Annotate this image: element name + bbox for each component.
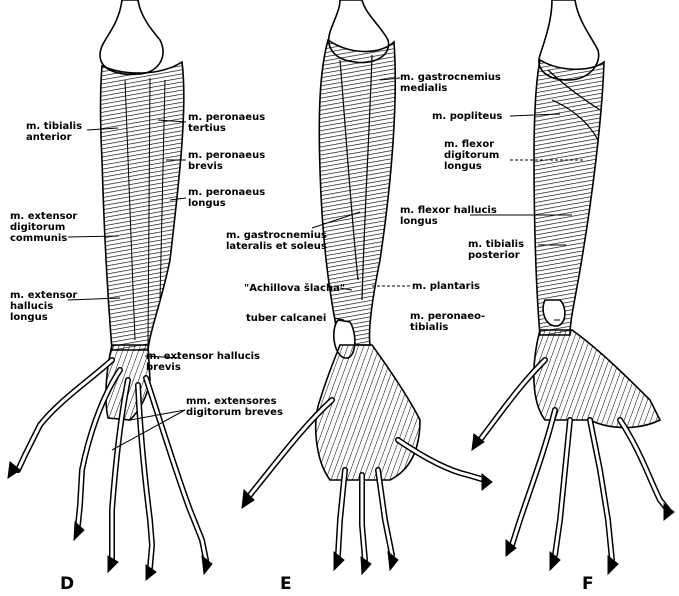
label-tibialis-anterior: m. tibialis anterior <box>26 121 82 143</box>
label-flexor-hallucis-longus: m. flexor hallucis longus <box>400 205 497 227</box>
label-plantaris: m. plantaris <box>412 281 480 292</box>
label-popliteus: m. popliteus <box>432 111 502 122</box>
label-peronaeus-longus: m. peronaeus longus <box>188 187 265 209</box>
label-tuber-calcanei: tuber calcanei <box>246 313 326 324</box>
panel-letter-f: F <box>582 574 594 594</box>
leg-drawing-f <box>472 0 674 574</box>
label-peronaeus-tertius: m. peronaeus tertius <box>188 112 265 134</box>
label-peronaeus-brevis: m. peronaeus brevis <box>188 150 265 172</box>
label-extensor-hallucis-brevis: m. extensor hallucis brevis <box>146 351 260 373</box>
panel-letter-d: D <box>60 574 74 594</box>
label-achillova-slacha: "Achillova šlacha" <box>244 283 345 294</box>
label-flexor-digitorum-longus: m. flexor digitorum longus <box>444 139 499 172</box>
label-extensores-digitorum-breves: mm. extensores digitorum breves <box>186 396 283 418</box>
label-extensor-digitorum-communis: m. extensor digitorum communis <box>10 211 77 244</box>
label-tibialis-posterior: m. tibialis posterior <box>468 239 524 261</box>
label-gastrocnemius-medialis: m. gastrocnemius medialis <box>400 72 501 94</box>
label-extensor-hallucis-longus: m. extensor hallucis longus <box>10 290 77 323</box>
label-gastrocnemius-lateralis-et-soleus: m. gastrocnemius lateralis et soleus <box>226 230 327 252</box>
panel-letter-e: E <box>280 574 292 594</box>
label-peronaeo-tibialis: m. peronaeo- tibialis <box>410 311 485 333</box>
